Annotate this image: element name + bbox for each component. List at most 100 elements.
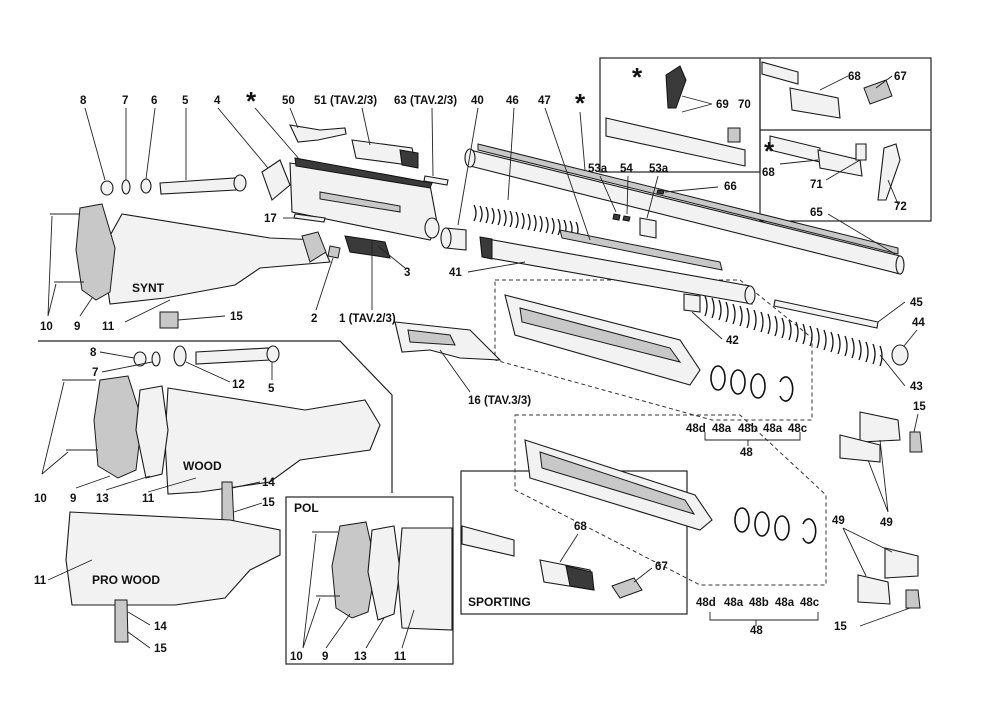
sporting-parts [461,525,643,599]
section-title-pol: POL [294,501,319,515]
leader-41 [467,261,526,273]
leader-11b [147,477,197,493]
leader-47 [544,107,591,241]
inset-right-frame [759,57,932,222]
label-41: 41 [449,267,462,279]
label-48a-3: 48a [724,597,744,609]
label-48c-1: 48c [788,423,808,435]
leader-40 [457,107,479,226]
leader-15d [913,413,919,433]
ring-48c-2 [802,518,817,544]
leader-67a [633,567,653,583]
inset-receiver [605,117,746,167]
wood-bolt-5-head [266,345,280,363]
label-63: 63 (TAV.2/3) [394,95,457,107]
label-48b-1: 48b [738,423,758,435]
sporting-choke-68-knurl [565,565,595,591]
leader-67b [875,75,893,89]
inset-parts [605,61,901,201]
label-15-forend-lower: 15 [834,621,847,633]
leader-15a [177,315,226,321]
leader-63 [431,107,434,177]
label-72: 72 [894,201,907,213]
leader-14a [231,481,261,489]
leader-51 [361,107,371,146]
receiver-front [424,217,440,239]
label-9-synt: 9 [74,321,80,333]
label-8: 8 [80,95,87,107]
label-8-wood: 8 [90,347,97,359]
inset-part-70 [727,127,741,143]
label-17: 17 [264,213,277,225]
washer-7 [121,179,131,195]
label-49-upper: 49 [880,517,893,529]
inset-choke-68-bottom [817,149,863,177]
label-48-2: 48 [750,625,763,637]
leader-10c [302,533,321,649]
barrel-rib [477,143,899,255]
inset-choke-68-top [789,87,841,119]
upper-parts [100,124,502,361]
leader-2 [315,257,334,311]
stock-plate-4 [261,159,291,201]
ring-42 [683,293,701,313]
label-15-prowood: 15 [154,643,167,655]
section-title-prowood: PRO WOOD [92,573,160,587]
leader-71 [825,159,861,181]
leader-9c [325,613,351,649]
band-53a [639,217,657,239]
leader-68c [779,159,819,165]
pro-wood-swivel-14-15 [114,599,129,643]
label-14-wood: 14 [262,477,275,489]
stock-bolt-5-head [233,174,247,192]
label-2: 2 [311,313,317,325]
pol-recoil-pad-9 [331,521,377,619]
label-48a-2: 48a [763,423,783,435]
label-10-wood: 10 [34,493,47,505]
inset-tube-bottom [769,135,821,163]
magazine-tube-end [744,285,756,305]
leader-10a [47,215,57,317]
block-3 [344,235,391,259]
section-title-wood: WOOD [183,459,222,473]
label-50: 50 [282,95,295,107]
label-4: 4 [214,95,221,107]
label-48a-1: 48a [712,423,732,435]
label-48-1: 48 [740,447,753,459]
label-44: 44 [912,317,925,329]
label-10-pol: 10 [290,651,303,663]
ring-48b-2 [754,511,770,537]
leader-13a [105,475,151,491]
leader-11d [401,609,415,649]
leader-66 [664,186,719,193]
pol-stock-11 [397,527,453,631]
label-48d-2: 48d [696,597,716,609]
pol-spacer-13 [367,525,401,621]
cap-44 [891,344,909,366]
leader-72 [887,179,899,205]
pin-66 [656,189,665,195]
label-13-wood: 13 [96,493,109,505]
label-5: 5 [182,95,189,107]
magazine-tube-thread [479,236,493,260]
leader-49a [867,439,889,513]
label-69: 69 [716,99,729,111]
label-68-inset-top: 68 [848,71,861,83]
label-11-prowood: 11 [34,575,47,587]
bolt-handle-50 [289,124,347,143]
leader-9a [79,297,93,317]
leader-46 [507,107,515,201]
label-43: 43 [910,381,923,393]
section-title-sporting: SPORTING [468,595,531,609]
label-53a-2: 53a [649,163,669,175]
leader-68a [559,533,579,563]
pin-17 [293,213,326,223]
label-46: 46 [506,95,519,107]
ring-48b-1 [730,369,746,395]
label-71: 71 [810,179,823,191]
forend-parts [504,294,923,609]
label-67-sporting: 67 [655,561,668,573]
label-45: 45 [910,297,923,309]
label-9-pol: 9 [322,651,328,663]
